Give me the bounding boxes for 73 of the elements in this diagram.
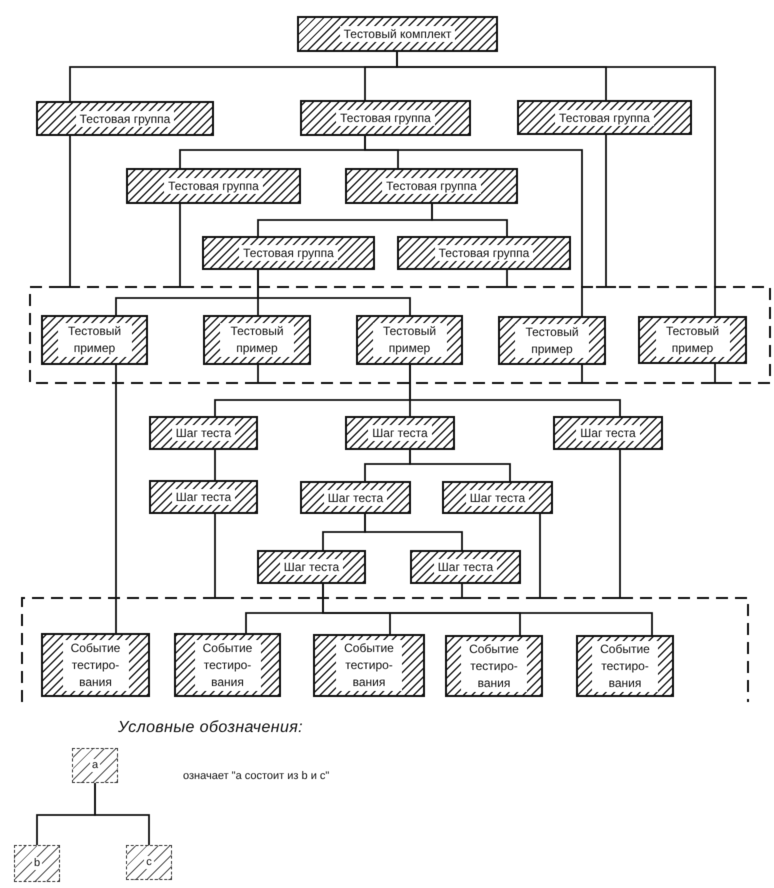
connector-line [115,365,117,633]
legend-title: Условные обозначения: [118,718,304,738]
hierarchy-box [553,416,663,450]
box-label: Шаг теста [172,425,236,441]
box-label: Шаг теста [280,559,344,575]
hierarchy-box [410,550,521,584]
connector-line [214,450,216,480]
legend-box [14,845,60,882]
test-case-box [203,315,311,365]
hierarchy-box [442,481,553,514]
hierarchy-box [126,168,301,204]
test-event-box [174,633,281,697]
test-case-box [41,315,148,365]
dashed-group-frame [22,598,748,702]
box-label: Шаг теста [576,425,640,441]
box-label: Тестовый пример [220,323,294,357]
box-label: Шаг теста [172,489,236,505]
test-event-box [576,635,674,697]
box-label: Тестовая группа [434,245,534,261]
connector-line [431,204,508,236]
box-label: Событие тестиро- вания [62,640,128,690]
box-label: Тестовый пример [58,323,132,357]
box-label: Тестовая группа [239,245,338,261]
box-label: Тестовая группа [76,110,174,126]
hierarchy-box [517,100,692,135]
connector-line [595,135,617,288]
connector-line [364,136,583,316]
hierarchy-box [257,550,366,584]
hierarchy-box [202,236,375,270]
box-label: Тестовый пример [656,323,730,357]
test-case-box [638,316,747,364]
box-label: Событие тестиро- вания [194,640,260,690]
hierarchy-box [300,481,411,514]
box-label: Событие тестиро- вания [592,640,658,692]
hierarchy-box [36,101,214,136]
box-label: Шаг теста [434,559,498,575]
connector-line [364,514,463,550]
box-label: Шаг теста [466,490,530,506]
box-label: c [144,856,154,869]
hierarchy-box [345,168,518,204]
hierarchy-box [149,416,258,450]
test-event-box [445,635,543,697]
test-case-box [498,316,606,365]
test-event-box [41,633,150,697]
hierarchy-box [297,16,498,52]
connector-line [322,584,653,635]
box-label: Тестовая группа [382,178,481,194]
box-label: Тестовый пример [372,323,446,357]
legend-box [126,845,172,880]
hierarchy-box [345,416,455,450]
box-label: Тестовая группа [336,110,435,126]
hierarchy-box [149,480,258,514]
legend-note: означает "a состоит из b и c" [183,769,330,784]
box-label: Шаг теста [368,425,432,441]
legend-box [72,748,118,783]
box-label: Шаг теста [324,490,388,506]
hierarchy-box [397,236,571,270]
connector-line [94,783,150,845]
connector-line [257,270,411,315]
box-label: Событие тестиро- вания [461,640,527,692]
box-label: Событие тестиро- вания [336,640,402,691]
connector-line [409,450,511,481]
dashed-group-frame [30,287,770,383]
connector-line [409,365,621,416]
box-label: a [90,759,100,772]
hierarchy-box [300,100,471,136]
test-event-box [313,634,425,697]
box-label: Тестовая группа [555,110,654,126]
box-label: Тестовый комплект [340,26,456,42]
box-label: Тестовая группа [164,178,263,194]
test-case-box [356,315,463,365]
box-label: b [32,857,42,870]
box-label: Тестовый пример [515,324,589,358]
